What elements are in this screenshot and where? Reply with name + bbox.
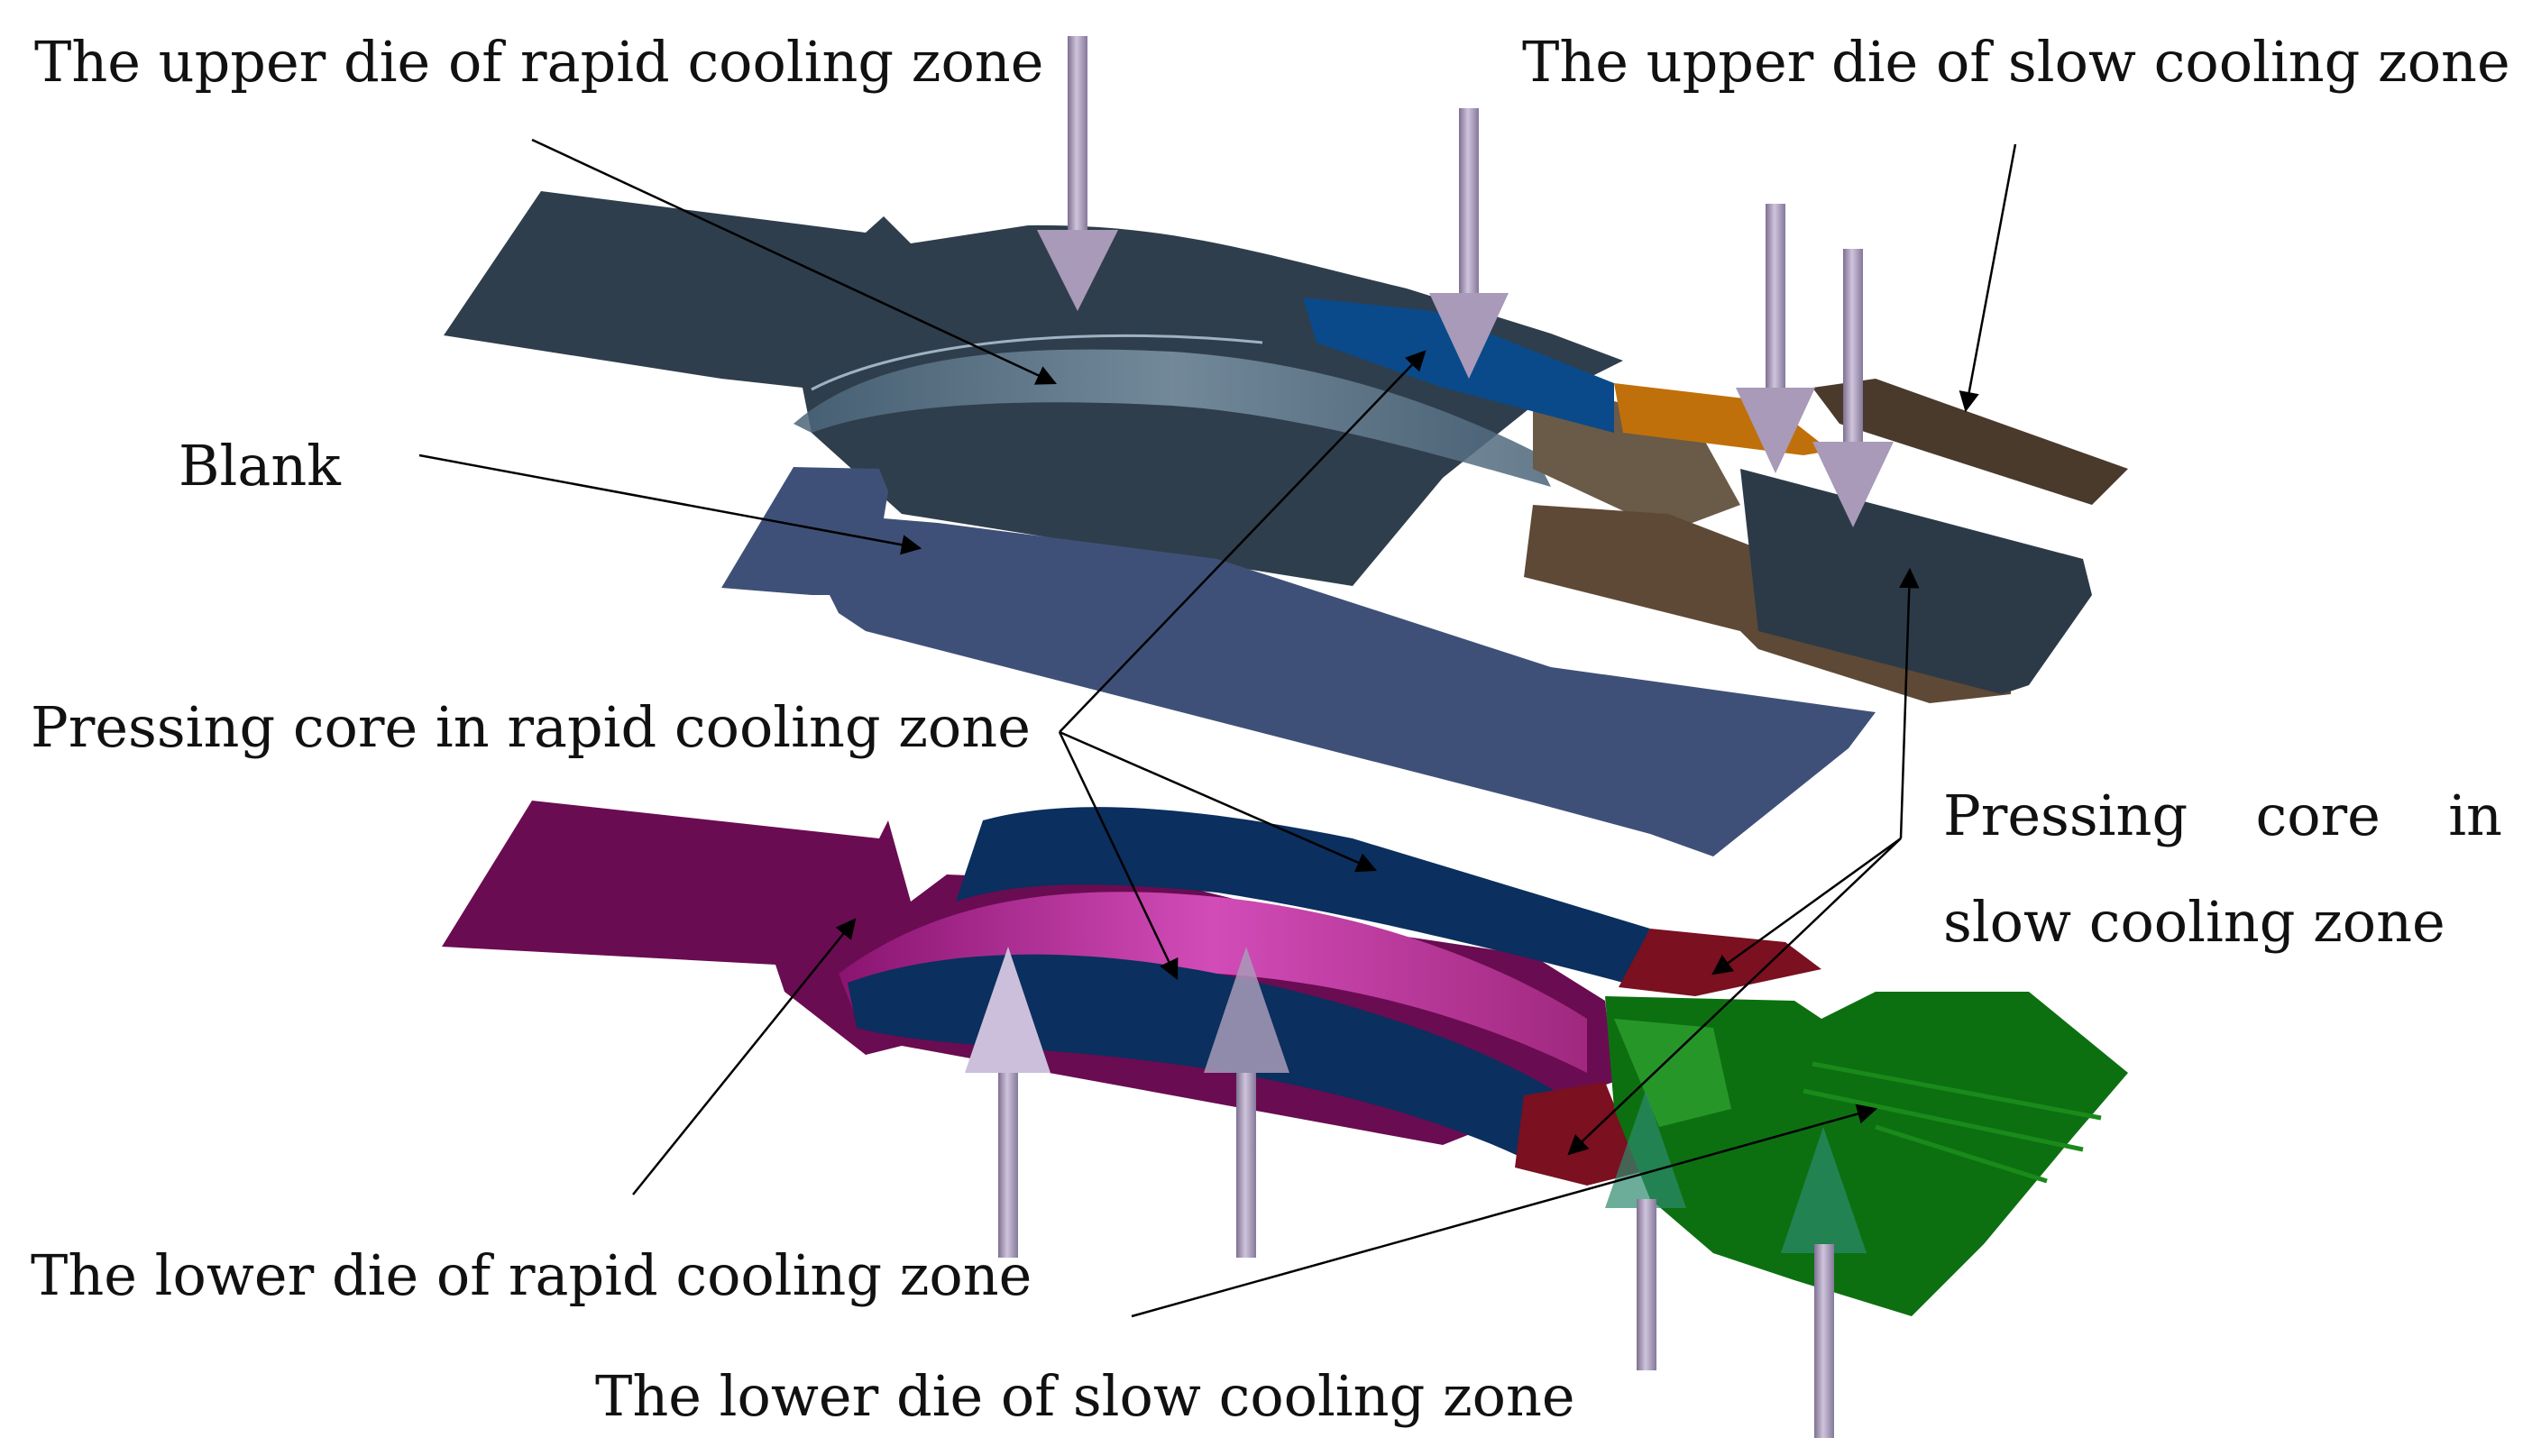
upper-core-rapid (1303, 298, 1614, 433)
label-blank: Blank (179, 433, 341, 499)
label-pressing-core-slow-line1: Pressing core in (1943, 783, 2502, 848)
leader-core-slow-3 (1567, 838, 1902, 1156)
label-word-core: core (2255, 783, 2381, 848)
lower-core-slow-back (1619, 929, 1821, 996)
lower-core-rapid-back (956, 807, 1650, 983)
label-upper-die-slow: The upper die of slow cooling zone (1522, 29, 2510, 95)
lower-die-slow (1605, 992, 2128, 1316)
leader-core-slow-1 (1899, 567, 1920, 839)
label-upper-die-rapid: The upper die of rapid cooling zone (34, 29, 1044, 95)
leader-core-rapid-1 (1059, 350, 1427, 733)
label-word-in: in (2448, 783, 2502, 848)
leader-upper-slow (1959, 143, 2017, 413)
leader-core-rapid-2 (1059, 730, 1378, 873)
upper-press-arrows (1037, 36, 1894, 527)
leader-upper-rapid (531, 138, 1058, 385)
label-lower-die-rapid: The lower die of rapid cooling zone (31, 1242, 1032, 1308)
label-word-pressing: Pressing (1943, 783, 2188, 848)
leader-lower-slow (1131, 1103, 1878, 1318)
label-pressing-core-rapid: Pressing core in rapid cooling zone (31, 694, 1031, 760)
label-lower-die-slow: The lower die of slow cooling zone (595, 1363, 1575, 1429)
upper-die-slow-base (1740, 469, 2092, 694)
leader-lines (418, 138, 2017, 1318)
leader-blank (418, 453, 922, 555)
leader-core-rapid-3 (1058, 731, 1179, 981)
label-pressing-core-slow-line2: slow cooling zone (1943, 889, 2445, 955)
leader-core-slow-2 (1711, 837, 1902, 975)
leader-lower-rapid (632, 918, 857, 1195)
lower-core-slow-front (1515, 1082, 1641, 1186)
blank-sheet (721, 467, 1876, 856)
